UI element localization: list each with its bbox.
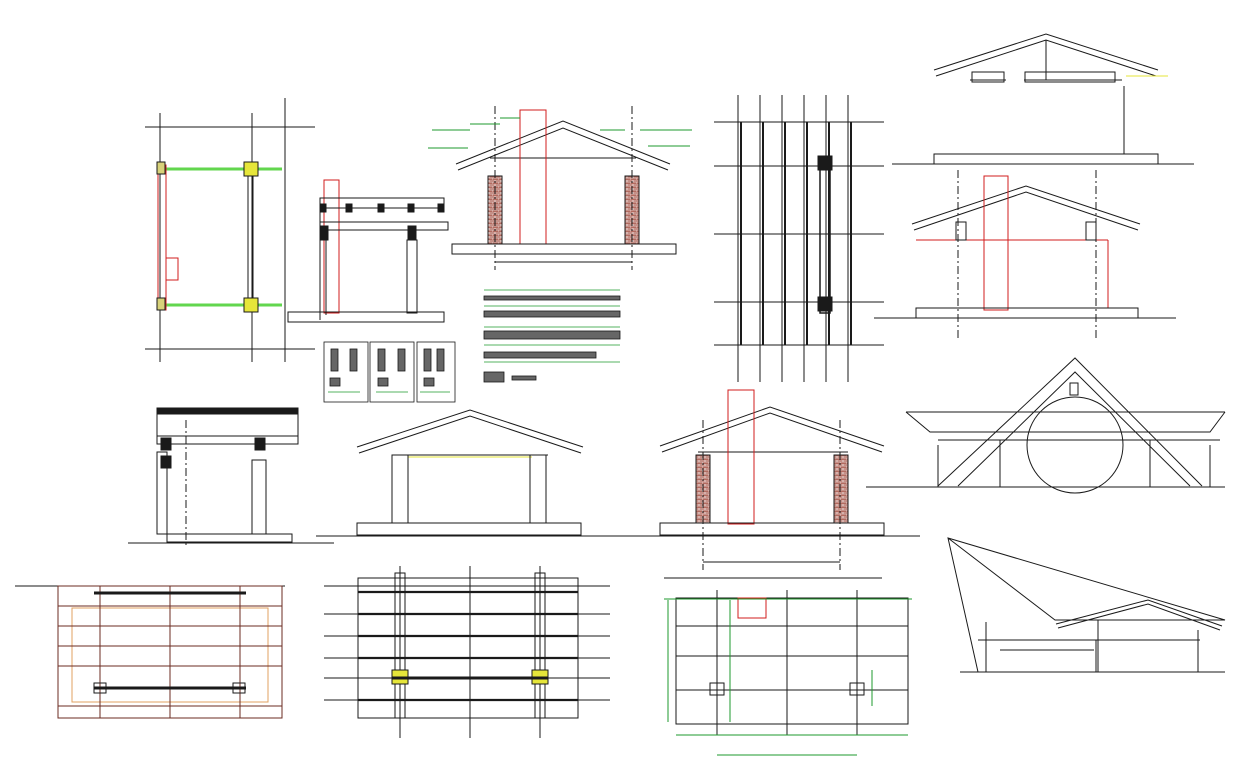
column-plan-detail: [145, 98, 315, 362]
roof-section-top-right: [892, 33, 1194, 165]
pavilion-elevation-brick-top: [428, 106, 692, 270]
side-elevation-mid-left: [128, 407, 334, 548]
roof-framing-plan-vertical: [714, 95, 884, 382]
moon-gate-elevation: [866, 357, 1226, 494]
side-section-detail: [287, 179, 449, 323]
moon-gate-icon: [1026, 396, 1124, 494]
perspective-elevation-bottom-right: [947, 537, 1226, 673]
front-elevation-plain: [316, 409, 620, 537]
roof-section-mid-right: [874, 170, 1176, 340]
rafter-profiles: [483, 289, 621, 383]
member-detail-boxes: [323, 341, 456, 403]
dimensioned-roof-plan: [664, 577, 912, 756]
floor-framing-plan: [15, 585, 285, 719]
roof-framing-plan-horizontal: [324, 566, 610, 738]
front-elevation-brick-mid: [600, 389, 920, 570]
